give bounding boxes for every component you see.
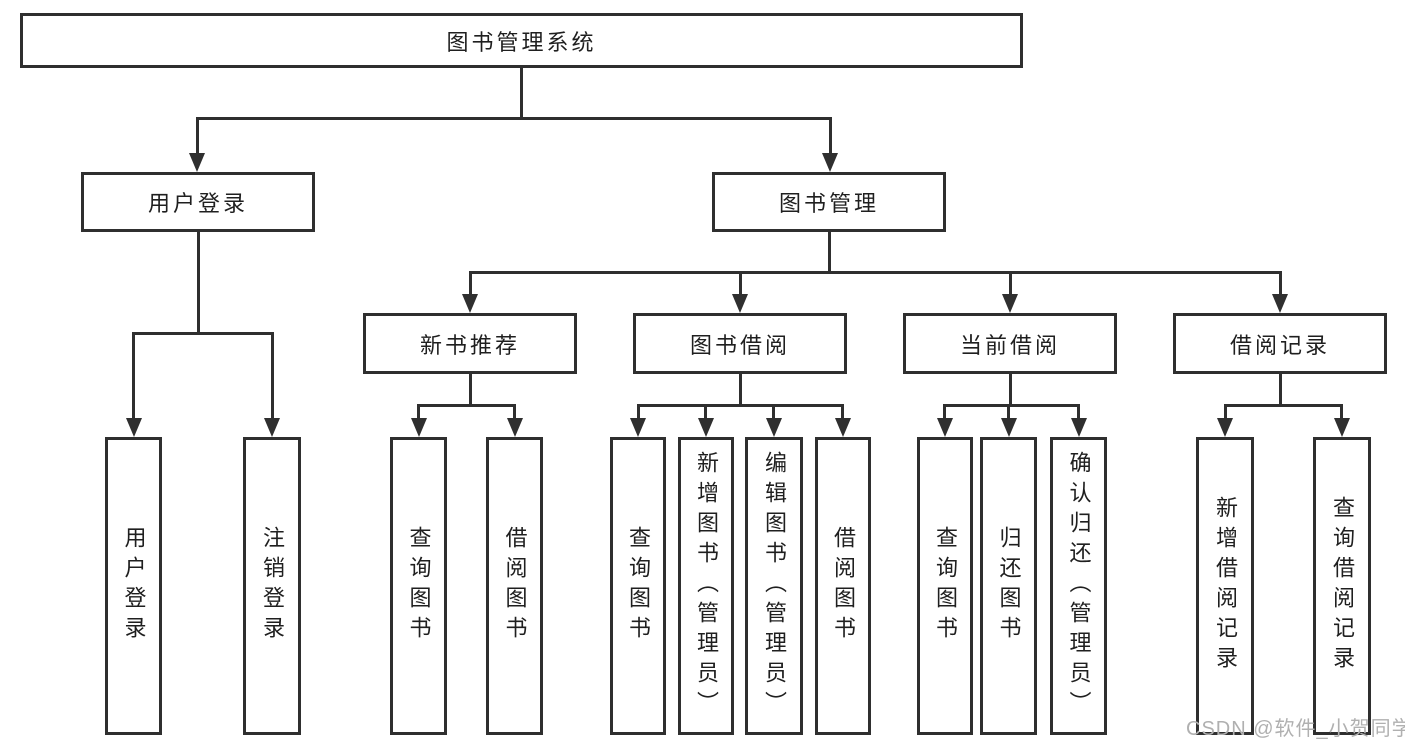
arrow-down-icon: [126, 418, 142, 437]
node-label: 借阅记录: [1229, 332, 1330, 358]
arrow-down-icon: [822, 153, 838, 172]
connector-line: [469, 271, 472, 294]
arrow-down-icon: [732, 294, 748, 313]
connector-line: [772, 404, 775, 418]
connector-line: [271, 332, 274, 418]
leaf-query-books-borrowing: 查询图书: [610, 437, 666, 735]
node-borrowing-records: 借阅记录: [1173, 313, 1387, 374]
node-user-login: 用户登录: [81, 172, 315, 232]
connector-line: [1279, 271, 1282, 294]
connector-line: [943, 404, 946, 418]
connector-line: [1279, 373, 1282, 407]
arrow-down-icon: [1272, 294, 1288, 313]
csdn-watermark: CSDN @软件_小贺同学: [1186, 718, 1405, 740]
leaf-query-books-current: 查询图书: [917, 437, 973, 735]
leaf-borrow-books-recommend: 借阅图书: [486, 437, 543, 735]
node-label: 图书管理系统: [446, 29, 597, 55]
connector-line: [704, 404, 707, 418]
leaf-label: 归还图书: [996, 526, 1022, 646]
connector-line: [1009, 271, 1012, 294]
leaf-label: 新增借阅记录: [1213, 496, 1238, 676]
connector-line: [739, 271, 742, 294]
connector-line: [520, 66, 523, 119]
node-current-borrowing: 当前借阅: [903, 313, 1117, 374]
connector-line: [1224, 404, 1343, 407]
connector-line: [637, 404, 640, 418]
leaf-label: 确认归还（管理员）: [1066, 451, 1092, 721]
arrow-down-icon: [411, 418, 427, 437]
connector-line: [469, 373, 472, 407]
leaf-label: 编辑图书（管理员）: [762, 451, 787, 721]
connector-line: [197, 231, 200, 334]
leaf-logout: 注销登录: [243, 437, 301, 735]
connector-line: [943, 404, 1080, 407]
connector-line: [196, 117, 199, 153]
arrow-down-icon: [698, 418, 714, 437]
arrow-down-icon: [835, 418, 851, 437]
arrow-down-icon: [507, 418, 523, 437]
connector-line: [417, 404, 516, 407]
connector-line: [513, 404, 516, 418]
node-book-management: 图书管理: [712, 172, 946, 232]
leaf-confirm-return-admin: 确认归还（管理员）: [1050, 437, 1107, 735]
connector-line: [637, 404, 844, 407]
node-book-borrowing: 图书借阅: [633, 313, 847, 374]
leaf-add-book-admin: 新增图书（管理员）: [678, 437, 734, 735]
leaf-borrow-books-borrowing: 借阅图书: [815, 437, 871, 735]
connector-line: [132, 332, 274, 335]
leaf-label: 查询图书: [626, 526, 651, 646]
leaf-label: 借阅图书: [831, 526, 856, 646]
connector-line: [1224, 404, 1227, 418]
arrow-down-icon: [1002, 294, 1018, 313]
leaf-label: 借阅图书: [502, 526, 528, 646]
node-label: 图书借阅: [689, 332, 790, 358]
node-label: 图书管理: [778, 191, 879, 216]
connector-line: [196, 117, 832, 120]
leaf-label: 查询借阅记录: [1330, 496, 1355, 676]
connector-line: [469, 271, 1282, 274]
arrow-down-icon: [189, 153, 205, 172]
leaf-label: 新增图书（管理员）: [694, 451, 719, 721]
arrow-down-icon: [1071, 418, 1087, 437]
connector-line: [417, 404, 420, 418]
arrow-down-icon: [462, 294, 478, 313]
node-new-book-recommendation: 新书推荐: [363, 313, 577, 374]
arrow-down-icon: [1001, 418, 1017, 437]
arrow-down-icon: [1217, 418, 1233, 437]
leaf-label: 查询图书: [406, 526, 432, 646]
connector-line: [828, 231, 831, 274]
arrow-down-icon: [1334, 418, 1350, 437]
node-label: 新书推荐: [419, 332, 520, 358]
leaf-query-borrow-record: 查询借阅记录: [1313, 437, 1371, 735]
leaf-return-book: 归还图书: [980, 437, 1037, 735]
connector-line: [132, 332, 135, 418]
connector-line: [1007, 404, 1010, 418]
arrow-down-icon: [937, 418, 953, 437]
connector-line: [1009, 373, 1012, 407]
leaf-query-books-recommend: 查询图书: [390, 437, 447, 735]
connector-line: [1340, 404, 1343, 418]
leaf-user-login: 用户登录: [105, 437, 162, 735]
arrow-down-icon: [630, 418, 646, 437]
leaf-label: 注销登录: [260, 526, 285, 646]
node-library-system: 图书管理系统: [20, 13, 1023, 68]
arrow-down-icon: [766, 418, 782, 437]
connector-line: [829, 117, 832, 153]
leaf-label: 用户登录: [121, 526, 147, 646]
arrow-down-icon: [264, 418, 280, 437]
leaf-edit-book-admin: 编辑图书（管理员）: [745, 437, 803, 735]
leaf-add-borrow-record: 新增借阅记录: [1196, 437, 1254, 735]
node-label: 当前借阅: [959, 332, 1060, 358]
connector-line: [1077, 404, 1080, 418]
connector-line: [739, 373, 742, 407]
connector-line: [841, 404, 844, 418]
node-label: 用户登录: [147, 191, 248, 216]
leaf-label: 查询图书: [933, 526, 958, 646]
